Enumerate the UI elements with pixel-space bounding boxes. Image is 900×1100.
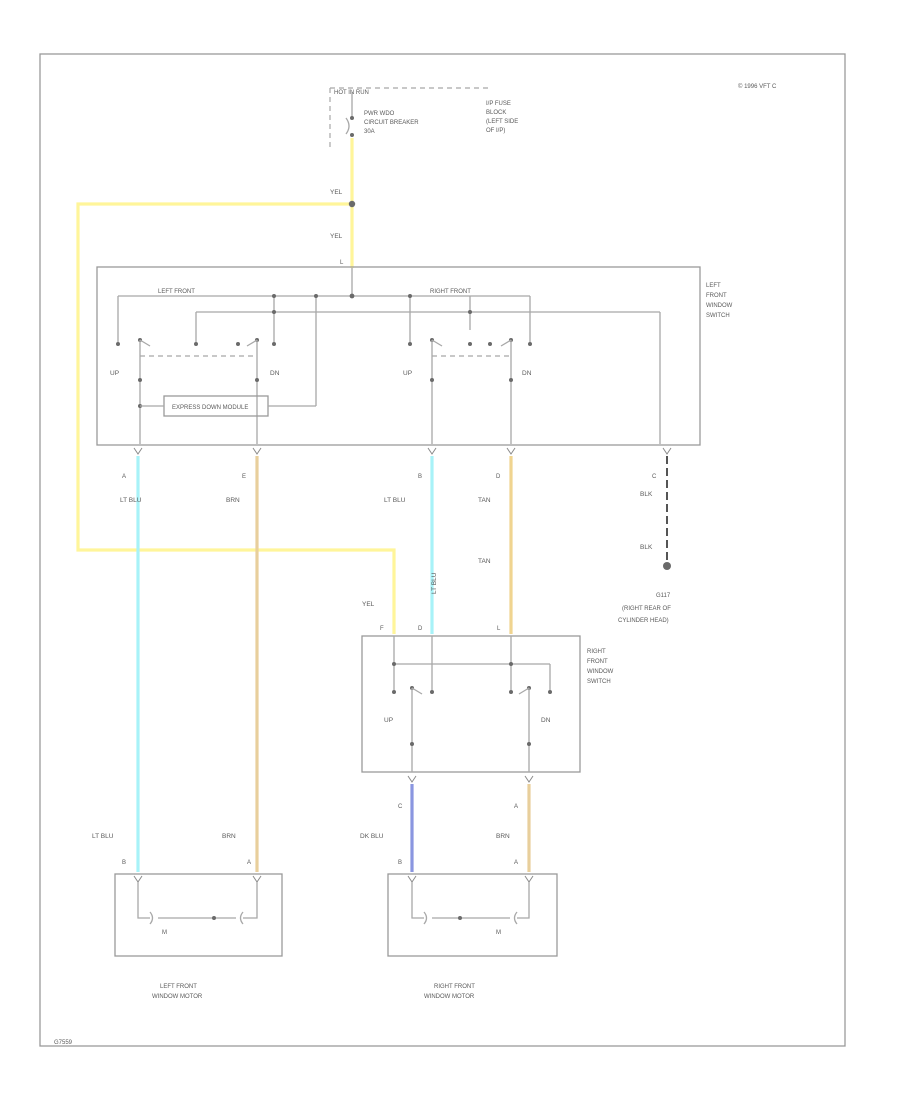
- wire-label-tan-lower: TAN: [478, 558, 491, 565]
- pin-label-rf-out-c: C: [398, 804, 403, 810]
- yel-splice-dot: [348, 200, 356, 208]
- hot-in-run-label: HOT IN RUN: [334, 90, 369, 96]
- pin-label-lf-e: E: [242, 474, 246, 480]
- left-front-window-switch: L LEFT FRONT WINDOW SWITCH LEFT FRONT RI…: [96, 260, 733, 480]
- fuse-block: HOT IN RUN PWR WDO CIRCUIT BREAKER 30A I…: [329, 87, 518, 148]
- wire-label-lt-blu-motor: LT BLU: [92, 833, 114, 840]
- wire-label-blk-1: BLK: [640, 491, 653, 498]
- left-motor-body: [114, 873, 283, 957]
- copyright-text: © 1996 VFT C: [738, 83, 777, 90]
- lf-switch-name-line4: SWITCH: [706, 313, 730, 319]
- wire-label-lt-blu-vertical: LT BLU: [431, 572, 438, 594]
- wire-label-yel-rf: YEL: [362, 601, 375, 608]
- breaker-label-line3: 30A: [364, 129, 375, 135]
- lf-switch-body: [96, 266, 701, 446]
- fuse-location-line2: BLOCK: [486, 110, 506, 116]
- breaker-label-line1: PWR WDO: [364, 111, 395, 117]
- wire-label-blk-2: BLK: [640, 544, 653, 551]
- figure-id: G7559: [54, 1040, 73, 1046]
- colored-wires: [76, 138, 668, 872]
- pin-label-rf-d: D: [418, 626, 423, 632]
- ground-symbol-icon: [663, 562, 671, 570]
- express-down-module-label: EXPRESS DOWN MODULE: [172, 405, 248, 411]
- ground-location-line1: (RIGHT REAR OF: [622, 606, 671, 612]
- lf-section-left-label: LEFT FRONT: [158, 289, 195, 295]
- wire-label-yel-mid: YEL: [330, 233, 343, 240]
- circuit-breaker-icon: [345, 117, 350, 135]
- right-motor-body: [387, 873, 558, 957]
- wire-label-brn-right-motor: BRN: [496, 833, 510, 840]
- wire-label-lt-blu-b: LT BLU: [384, 497, 406, 504]
- ground-name-label: G117: [656, 593, 671, 599]
- wire-label-yel-top: YEL: [330, 189, 343, 196]
- fuse-location-line4: OF I/P): [486, 128, 505, 134]
- breaker-label-line2: CIRCUIT BREAKER: [364, 120, 419, 126]
- diagram-frame: [39, 53, 846, 1047]
- right-front-window-switch: F D L RIGHT FRONT WINDOW SWITCH UP DN C …: [361, 626, 614, 810]
- rf-switch-name-line1: RIGHT: [587, 649, 606, 655]
- lf-switch-name-line2: FRONT: [706, 293, 727, 299]
- pin-label-rf-out-a: A: [514, 804, 518, 810]
- right-motor-m-label: M: [496, 930, 501, 936]
- pin-label-lf-top: L: [340, 260, 344, 266]
- lf-right-dn-label: DN: [522, 370, 532, 377]
- pin-label-rf-f: F: [380, 626, 384, 632]
- wire-label-lt-blu-a: LT BLU: [120, 497, 142, 504]
- lf-section-right-label: RIGHT FRONT: [430, 289, 471, 295]
- rf-dn-label: DN: [541, 717, 551, 724]
- pin-label-lm-a: A: [247, 860, 251, 866]
- right-motor-caption-line2: WINDOW MOTOR: [424, 994, 475, 1000]
- left-front-window-motor: B A M LEFT FRONT WINDOW MOTOR: [114, 860, 283, 1000]
- pin-label-lf-b: B: [418, 474, 422, 480]
- pin-label-lm-b: B: [122, 860, 126, 866]
- pin-label-rm-a: A: [514, 860, 518, 866]
- rf-switch-body: [361, 635, 581, 773]
- left-motor-caption-line2: WINDOW MOTOR: [152, 994, 203, 1000]
- wire-label-brn-e: BRN: [226, 497, 240, 504]
- yel-branch-wire: [76, 202, 396, 634]
- rf-up-label: UP: [384, 717, 393, 724]
- pin-label-rm-b: B: [398, 860, 402, 866]
- wire-label-brn-motor: BRN: [222, 833, 236, 840]
- lf-right-up-label: UP: [403, 370, 412, 377]
- wire-label-dk-blu-motor: DK BLU: [360, 833, 384, 840]
- rf-switch-name-line2: FRONT: [587, 659, 608, 665]
- fuse-location-line3: (LEFT SIDE: [486, 119, 518, 125]
- rf-switch-name-line3: WINDOW: [587, 669, 614, 675]
- left-motor-caption-line1: LEFT FRONT: [160, 984, 197, 990]
- lf-switch-name-line3: WINDOW: [706, 303, 733, 309]
- left-motor-m-label: M: [162, 930, 167, 936]
- rf-switch-name-line4: SWITCH: [587, 679, 611, 685]
- pin-label-lf-a: A: [122, 474, 126, 480]
- lf-switch-name-line1: LEFT: [706, 283, 721, 289]
- wire-label-tan-d: TAN: [478, 497, 491, 504]
- lf-left-up-label: UP: [110, 370, 119, 377]
- right-front-window-motor: B A M RIGHT FRONT WINDOW MOTOR: [387, 860, 558, 1000]
- right-motor-caption-line1: RIGHT FRONT: [434, 984, 475, 990]
- fuse-location-line1: I/P FUSE: [486, 101, 511, 107]
- pin-label-lf-c: C: [652, 474, 657, 480]
- pin-label-lf-d: D: [496, 474, 501, 480]
- pin-label-rf-l: L: [497, 626, 501, 632]
- lf-left-dn-label: DN: [270, 370, 280, 377]
- ground-location-line2: CYLINDER HEAD): [618, 618, 669, 624]
